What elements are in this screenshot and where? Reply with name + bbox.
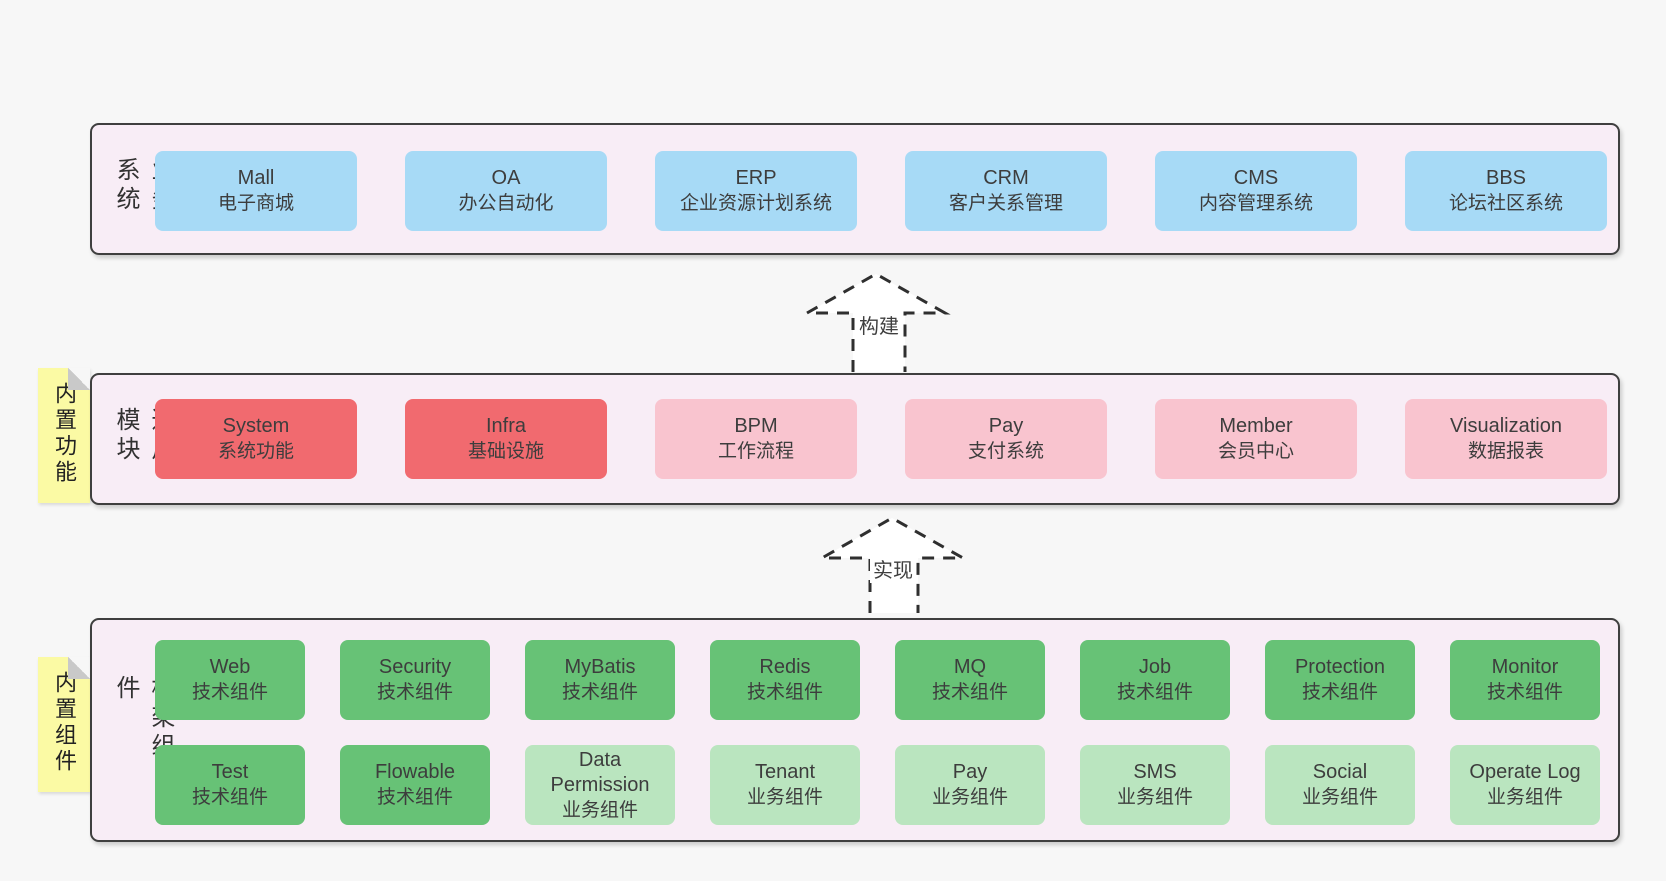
box-cms: CMS 内容管理系统 — [1155, 151, 1357, 231]
box-visualization: Visualization 数据报表 — [1405, 399, 1607, 479]
module-box-subtitle: 业务组件 — [1301, 787, 1378, 808]
module-box-name: CRM — [983, 167, 1029, 189]
box-system: System 系统功能 — [155, 399, 357, 479]
arrow-label-build: 构建 — [856, 310, 902, 339]
box-web: Web 技术组件 — [155, 640, 305, 720]
box-flowable: Flowable 技术组件 — [340, 745, 490, 825]
box-pay: Pay 支付系统 — [905, 399, 1107, 479]
box-erp: ERP 企业资源计划系统 — [655, 151, 857, 231]
module-box-name: Security — [378, 656, 452, 678]
module-box-subtitle: 业务组件 — [1116, 787, 1193, 808]
box-data-permission: Data Permission 业务组件 — [525, 745, 675, 825]
module-box-name: ERP — [735, 167, 777, 189]
module-box-name: Visualization — [1450, 415, 1562, 437]
box-tenant: Tenant 业务组件 — [710, 745, 860, 825]
box-test: Test 技术组件 — [155, 745, 305, 825]
box-sms: SMS 业务组件 — [1080, 745, 1230, 825]
sticky-note-built-in-features: 内置功能 — [38, 368, 90, 503]
module-box-subtitle: 技术组件 — [1116, 682, 1193, 703]
band-framework-components: 框架组件 Web 技术组件 Security 技术组件 MyBatis 技术组件… — [90, 618, 1620, 842]
module-box-name: Member — [1219, 415, 1293, 437]
module-box-subtitle: 企业资源计划系统 — [679, 193, 832, 214]
module-box-name: SMS — [1133, 761, 1177, 783]
box-redis: Redis 技术组件 — [710, 640, 860, 720]
module-box-name: Operate Log — [1469, 761, 1581, 783]
arrow-label-implement: 实现 — [870, 554, 916, 583]
band-business-systems: 业务系统 Mall 电子商城 OA 办公自动化 ERP 企业资源计划系统 CRM… — [90, 123, 1620, 255]
module-box-subtitle: 技术组件 — [561, 682, 638, 703]
module-box-subtitle: 技术组件 — [1301, 682, 1378, 703]
module-box-name: Tenant — [754, 761, 816, 783]
module-box-name: Pay — [988, 415, 1024, 437]
module-box-subtitle: 技术组件 — [376, 787, 453, 808]
module-box-name: System — [222, 415, 290, 437]
module-box-name: BBS — [1485, 167, 1527, 189]
module-box-subtitle: 工作流程 — [717, 441, 794, 462]
band-common-modules: 通用模块 System 系统功能 Infra 基础设施 BPM 工作流程 Pay… — [90, 373, 1620, 505]
module-box-name: Job — [1138, 656, 1172, 678]
box-member: Member 会员中心 — [1155, 399, 1357, 479]
module-box-name: Mall — [237, 167, 275, 189]
module-box-name: MyBatis — [564, 656, 636, 678]
module-box-name: Test — [211, 761, 249, 783]
box-bbs: BBS 论坛社区系统 — [1405, 151, 1607, 231]
module-box-name: Monitor — [1491, 656, 1559, 678]
module-box-name: Infra — [485, 415, 527, 437]
sticky-note-built-in-components: 内置组件 — [38, 657, 90, 792]
box-monitor: Monitor 技术组件 — [1450, 640, 1600, 720]
box-mybatis: MyBatis 技术组件 — [525, 640, 675, 720]
box-mq: MQ 技术组件 — [895, 640, 1045, 720]
module-box-subtitle: 系统功能 — [217, 441, 294, 462]
module-box-subtitle: 支付系统 — [967, 441, 1044, 462]
box-job: Job 技术组件 — [1080, 640, 1230, 720]
sticky-note-text: 内置功能 — [52, 382, 77, 486]
box-crm: CRM 客户关系管理 — [905, 151, 1107, 231]
module-box-subtitle: 内容管理系统 — [1198, 193, 1313, 214]
module-box-subtitle: 技术组件 — [191, 787, 268, 808]
module-box-name: CMS — [1233, 167, 1279, 189]
module-box-subtitle: 电子商城 — [217, 193, 294, 214]
module-box-subtitle: 技术组件 — [191, 682, 268, 703]
module-box-subtitle: 数据报表 — [1467, 441, 1544, 462]
module-box-name: BPM — [734, 415, 778, 437]
module-box-subtitle: 技术组件 — [931, 682, 1008, 703]
module-box-subtitle: 客户关系管理 — [948, 193, 1063, 214]
box-security: Security 技术组件 — [340, 640, 490, 720]
module-box-name: Data Permission — [550, 748, 650, 796]
box-oa: OA 办公自动化 — [405, 151, 607, 231]
box-social: Social 业务组件 — [1265, 745, 1415, 825]
module-box-subtitle: 技术组件 — [376, 682, 453, 703]
module-box-name: Pay — [952, 761, 988, 783]
module-box-name: OA — [491, 167, 521, 189]
module-box-subtitle: 办公自动化 — [458, 193, 554, 214]
module-box-name: Protection — [1294, 656, 1386, 678]
module-box-subtitle: 技术组件 — [1486, 682, 1563, 703]
module-box-name: Social — [1312, 761, 1368, 783]
box-mall: Mall 电子商城 — [155, 151, 357, 231]
module-box-subtitle: 会员中心 — [1217, 441, 1294, 462]
module-box-subtitle: 业务组件 — [1486, 787, 1563, 808]
box-pay: Pay 业务组件 — [895, 745, 1045, 825]
module-box-subtitle: 业务组件 — [561, 799, 638, 821]
module-box-name: MQ — [953, 656, 987, 678]
module-box-subtitle: 技术组件 — [746, 682, 823, 703]
module-box-name: Flowable — [374, 761, 456, 783]
box-protection: Protection 技术组件 — [1265, 640, 1415, 720]
module-box-subtitle: 业务组件 — [931, 787, 1008, 808]
module-box-subtitle: 论坛社区系统 — [1448, 193, 1563, 214]
module-box-name: Web — [209, 656, 251, 678]
box-infra: Infra 基础设施 — [405, 399, 607, 479]
box-operate-log: Operate Log 业务组件 — [1450, 745, 1600, 825]
sticky-note-text: 内置组件 — [52, 671, 77, 775]
module-box-subtitle: 基础设施 — [467, 441, 544, 462]
module-box-subtitle: 业务组件 — [746, 787, 823, 808]
module-box-name: Redis — [759, 656, 811, 678]
box-bpm: BPM 工作流程 — [655, 399, 857, 479]
